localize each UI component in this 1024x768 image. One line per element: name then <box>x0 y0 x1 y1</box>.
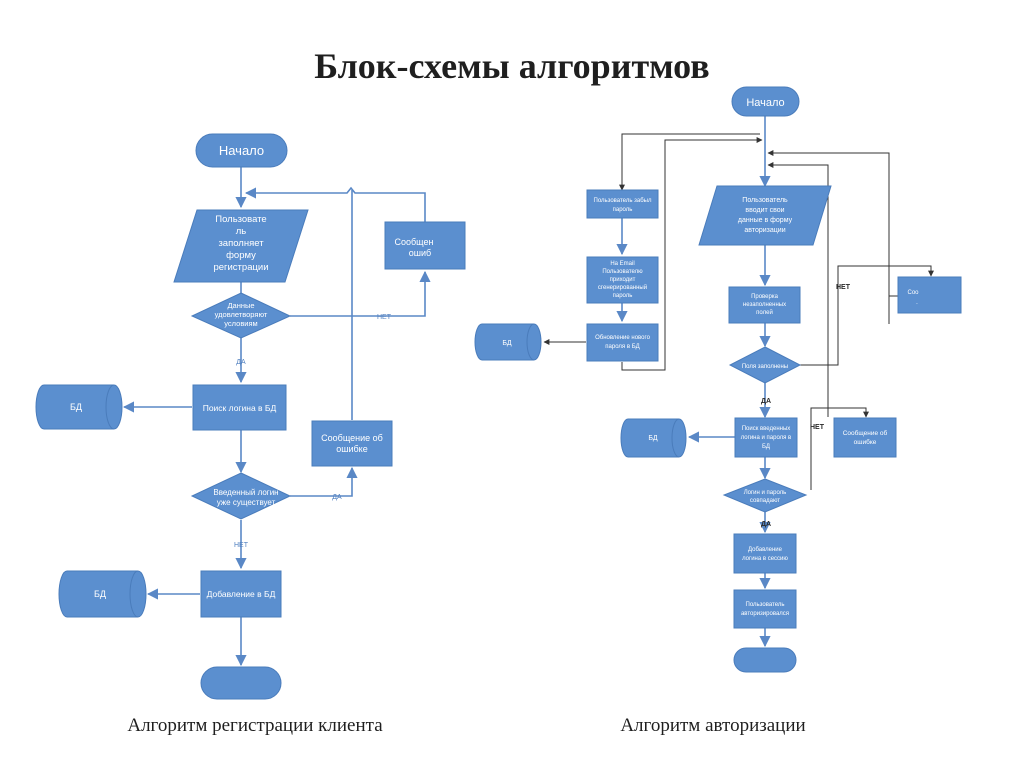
reg-no-label-2: НЕТ <box>234 542 249 549</box>
auth-authorized-box: Пользователь авторизировался <box>733 589 797 629</box>
auth-db-2-storage: БД <box>620 418 687 458</box>
auth-fields-filled-label: Поля заполнены <box>742 364 788 370</box>
auth-search-line-1: Поиск введенных <box>742 426 791 432</box>
auth-enter-form-line-4: авторизации <box>744 227 785 234</box>
auth-add-session-line-2: логина в сессию <box>742 556 788 562</box>
reg-fill-form-parallelogram: Пользовате ль заполняет форму регистраци… <box>173 209 309 283</box>
caption-registration: Алгоритм регистрации клиента <box>127 715 383 736</box>
auth-forgot-line-1: Пользователь забыл <box>594 198 652 204</box>
auth-add-session-box: Добавление логина в сессию <box>733 533 797 574</box>
auth-error-line-2: ошибке <box>854 438 877 446</box>
reg-error-mid-box: Сообщение об ошибке <box>311 420 393 467</box>
auth-msg-small-line-1: Соо <box>907 290 919 296</box>
reg-add-db-box: Добавление в БД <box>200 570 282 618</box>
reg-check-data-decision: Данные удовлетворяют условиям <box>190 292 292 339</box>
reg-add-db-label: Добавление в БД <box>207 589 276 599</box>
reg-error-top-line-2: ошиб <box>409 248 431 258</box>
auth-forgot-line-2: пароль <box>613 207 633 213</box>
auth-yes-label-2: ДА <box>761 521 771 528</box>
reg-yes-label-2: ДА <box>332 494 342 501</box>
reg-login-exists-line-1: Введенный логин <box>213 488 278 497</box>
auth-email-line-5: пароль <box>613 293 633 299</box>
auth-check-fields-box: Проверка незаполненных полей <box>728 286 801 324</box>
caption-authorization: Алгоритм авторизации <box>620 715 805 736</box>
reg-search-login-label: Поиск логина в БД <box>203 403 277 413</box>
auth-enter-form-line-1: Пользователь <box>742 197 788 204</box>
reg-login-exists-decision: Введенный логин уже существует <box>190 472 292 520</box>
auth-search-line-2: логина и пароля в <box>741 435 792 441</box>
reg-login-exists-line-2: уже существует <box>217 498 276 507</box>
auth-start-terminator: Начало <box>731 86 800 117</box>
reg-search-login-box: Поиск логина в БД <box>192 384 287 431</box>
auth-db-2-label: БД <box>648 435 658 442</box>
auth-no-label-1: НЕТ <box>836 284 851 291</box>
auth-match-decision: Логин и пароль совпадают <box>722 478 808 513</box>
authorization-connectors <box>616 116 771 648</box>
reg-db-2-storage: БД <box>58 570 147 618</box>
reg-yes-label: ДА <box>236 359 246 366</box>
auth-email-line-2: Пользователю <box>602 269 643 275</box>
auth-yes-label-1: ДА <box>761 398 771 405</box>
auth-error-line-1: Сообщение об <box>843 429 888 437</box>
authorization-feedback-lines <box>543 133 934 490</box>
auth-authorized-line-1: Пользователь <box>746 602 785 608</box>
reg-db-1-label: БД <box>70 402 82 412</box>
auth-check-fields-line-3: полей <box>756 309 773 316</box>
reg-db-1-storage: БД <box>35 384 123 430</box>
auth-email-line-3: приходит <box>610 277 636 283</box>
auth-end-terminator <box>733 647 797 673</box>
reg-start-label: Начало <box>219 143 264 158</box>
auth-email-line-4: сгенерированный <box>598 284 647 291</box>
auth-update-pwd-box: Обновление нового пароля в БД <box>586 323 659 362</box>
page-title: Блок-схемы алгоритмов <box>314 46 709 86</box>
auth-email-line-1: На Email <box>610 261 634 267</box>
reg-no-label: НЕТ <box>377 314 392 321</box>
auth-msg-small-box: Соо . <box>897 276 962 314</box>
auth-add-session-line-1: Добавление <box>748 547 783 553</box>
registration-connectors <box>122 167 431 667</box>
auth-enter-form-parallelogram: Пользователь вводит свои данные в форму … <box>698 185 832 246</box>
reg-fill-form-line-2: ль <box>236 226 247 237</box>
auth-error-box: Сообщение об ошибке <box>833 417 897 458</box>
auth-fields-filled-decision: Поля заполнены <box>728 346 802 384</box>
auth-update-pwd-line-2: пароля в БД <box>605 344 639 350</box>
auth-forgot-box: Пользователь забыл пароль <box>586 189 659 219</box>
auth-search-line-3: БД <box>762 444 770 450</box>
reg-error-mid-line-2: ошибке <box>336 444 367 454</box>
auth-start-label: Начало <box>746 97 784 109</box>
reg-fill-form-line-5: регистрации <box>213 262 268 273</box>
reg-db-2-label: БД <box>94 589 106 599</box>
reg-error-mid-line-1: Сообщение об <box>321 433 383 443</box>
reg-check-data-line-1: Данные <box>227 301 254 310</box>
auth-db-1-storage: БД <box>474 323 542 361</box>
auth-authorized-line-2: авторизировался <box>741 611 789 617</box>
reg-check-data-line-2: удовлетворяют <box>215 310 268 319</box>
reg-start-terminator: Начало <box>195 133 288 168</box>
auth-check-fields-line-1: Проверка <box>751 294 779 300</box>
reg-error-top-box: Сообщен ошиб <box>384 221 466 270</box>
auth-no-label-2: НЕТ <box>810 424 825 431</box>
auth-db-1-label: БД <box>502 340 512 347</box>
auth-search-box: Поиск введенных логина и пароля в БД <box>734 417 798 458</box>
auth-enter-form-line-2: вводит свои <box>745 207 784 214</box>
auth-check-fields-line-2: незаполненных <box>743 302 786 308</box>
auth-enter-form-line-3: данные в форму <box>738 217 793 224</box>
reg-check-data-line-3: условиям <box>224 319 257 328</box>
reg-error-top-line-1: Сообщен <box>395 237 434 247</box>
auth-match-line-2: совпадают <box>750 498 780 504</box>
auth-update-pwd-line-1: Обновление нового <box>595 335 650 341</box>
auth-match-line-1: Логин и пароль <box>744 490 787 496</box>
auth-msg-small-line-2: . <box>916 300 918 306</box>
reg-fill-form-line-1: Пользовате <box>215 214 266 225</box>
reg-end-terminator <box>200 666 282 700</box>
auth-email-box: На Email Пользователю приходит сгенериро… <box>586 256 659 304</box>
reg-fill-form-line-4: форму <box>226 250 256 261</box>
reg-fill-form-line-3: заполняет <box>218 238 264 249</box>
